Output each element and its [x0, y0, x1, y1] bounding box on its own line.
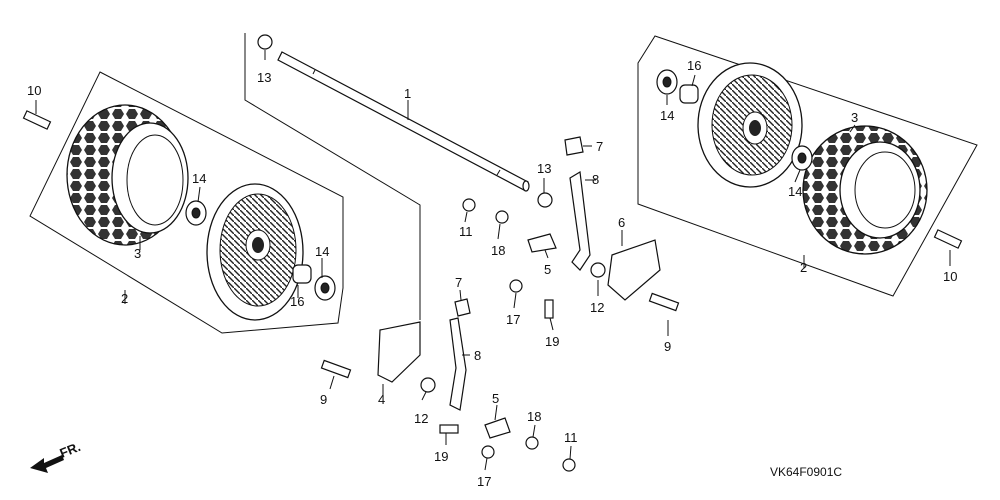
callout-bolt-right: 9 — [664, 339, 671, 354]
bracket-right — [607, 239, 661, 301]
wheel-bolt-right — [933, 229, 963, 249]
bolt-19-upper — [544, 299, 554, 319]
pivot-upper — [527, 233, 557, 253]
callout-axle-shaft: 1 — [404, 86, 411, 101]
callout-washer-lower: 12 — [414, 411, 428, 426]
diagram-code: VK64F0901C — [770, 465, 842, 479]
cap-upper — [564, 136, 584, 156]
washer-12-upper — [590, 262, 606, 278]
callout-bearing-right-inner: 14 — [788, 184, 802, 199]
callout-lever-lower: 8 — [474, 348, 481, 363]
bolt-right — [648, 292, 680, 312]
callout-wheel-assy-left: 2 — [121, 291, 128, 306]
callout-collar-top: 13 — [257, 70, 271, 85]
cap-lower — [454, 298, 471, 317]
callout-tire-left: 3 — [134, 246, 141, 261]
callout-tire-right: 3 — [851, 110, 858, 125]
washer-18-upper — [495, 210, 509, 224]
right-tire — [802, 125, 928, 255]
callout-bearing-left-inner: 14 — [315, 244, 329, 259]
callouts: 1 2 2 3 3 4 6 5 5 7 7 8 8 9 9 10 10 11 1… — [27, 58, 957, 489]
pivot-lower — [484, 417, 511, 439]
right-wheel-group-outline — [637, 35, 978, 297]
callout-bushing-left: 16 — [290, 294, 304, 309]
washer-18-lower — [525, 436, 539, 450]
callout-washer-18-upper: 18 — [491, 243, 505, 258]
right-wheel-rim — [697, 62, 803, 188]
bushing-right — [679, 84, 699, 104]
direction-label: FR. — [58, 439, 83, 461]
callout-wheel-bolt-left: 10 — [27, 83, 41, 98]
callout-bracket-left: 4 — [378, 392, 385, 407]
callout-bolt-19-lower: 19 — [434, 449, 448, 464]
lever-upper — [569, 171, 591, 271]
callout-wheel-assy-right: 2 — [800, 260, 807, 275]
bracket-left — [377, 321, 421, 383]
bolt-left — [320, 359, 352, 379]
nut-17-lower — [481, 445, 495, 459]
left-tire — [66, 104, 189, 246]
nut-upper — [462, 198, 476, 212]
callout-bolt-19-upper: 19 — [545, 334, 559, 349]
left-wheel-rim — [206, 183, 304, 321]
left-wheel-group-outline — [29, 71, 344, 334]
callout-pivot-upper: 5 — [544, 262, 551, 277]
center-group-outline — [244, 33, 421, 320]
callout-cap-upper: 7 — [596, 139, 603, 154]
wheel-bolt-left — [22, 110, 52, 130]
callout-nut-lower: 11 — [564, 430, 578, 445]
collar-mid — [537, 192, 553, 208]
front-direction-arrow: FR. — [30, 439, 83, 473]
callout-nut-17-lower: 17 — [477, 474, 491, 489]
callout-bracket-right: 6 — [618, 215, 625, 230]
leader-lines — [35, 50, 951, 471]
callout-cap-lower: 7 — [455, 275, 462, 290]
callout-lever-upper: 8 — [592, 172, 599, 187]
callout-bushing-right: 16 — [687, 58, 701, 73]
callout-bolt-left: 9 — [320, 392, 327, 407]
collar-top — [257, 34, 273, 50]
callout-bearing-right-top: 14 — [660, 108, 674, 123]
washer-12-lower — [420, 377, 436, 393]
bolt-19-lower — [439, 424, 459, 434]
nut-lower — [562, 458, 576, 472]
callout-pivot-lower: 5 — [492, 391, 499, 406]
callout-washer-upper: 12 — [590, 300, 604, 315]
lever-lower — [449, 317, 467, 411]
axle-shaft — [277, 51, 530, 192]
callout-wheel-bolt-right: 10 — [943, 269, 957, 284]
callout-nut-17-upper: 17 — [506, 312, 520, 327]
callout-washer-18-lower: 18 — [527, 409, 541, 424]
callout-nut-upper: 11 — [459, 224, 473, 239]
callout-bearing-left-outer: 14 — [192, 171, 206, 186]
bushing-left — [292, 264, 312, 284]
nut-17-upper — [509, 279, 523, 293]
callout-collar-mid: 13 — [537, 161, 551, 176]
